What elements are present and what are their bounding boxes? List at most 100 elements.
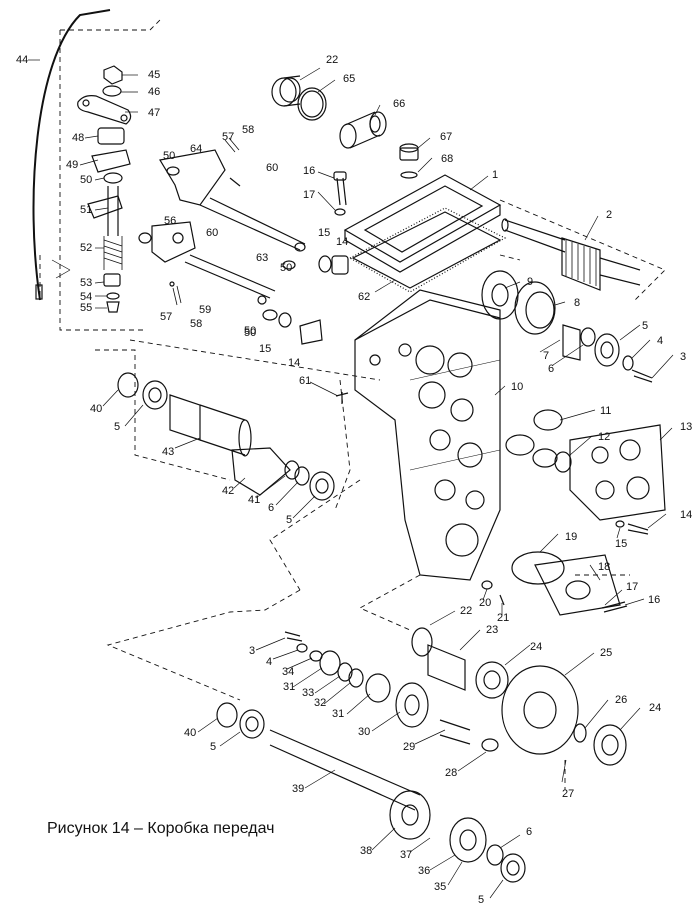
callout-65: 65 [343, 73, 355, 85]
callout-35: 35 [434, 881, 446, 893]
drain-plug [399, 143, 419, 179]
assembly-dashed-lines [39, 19, 666, 790]
cable-end [35, 284, 43, 300]
callout-14: 14 [288, 357, 300, 369]
callout-4: 4 [657, 335, 663, 347]
callout-15: 15 [318, 227, 330, 239]
callout-30: 30 [358, 726, 370, 738]
cover-bolt-parts [278, 171, 349, 345]
top-bearings [271, 75, 387, 149]
left-input-shaft [117, 372, 335, 501]
callout-19: 19 [565, 531, 577, 543]
callout-36: 36 [418, 865, 430, 877]
callout-62: 62 [358, 291, 370, 303]
callout-61: 61 [299, 375, 311, 387]
callout-31: 31 [332, 708, 344, 720]
callout-28: 28 [445, 767, 457, 779]
callout-8: 8 [574, 297, 580, 309]
callout-57: 57 [222, 131, 234, 143]
callout-51: 51 [80, 204, 92, 216]
callout-44: 44 [16, 54, 28, 66]
callout-21: 21 [497, 612, 509, 624]
callout-41: 41 [248, 494, 260, 506]
callout-24: 24 [649, 702, 661, 714]
callout-15: 15 [615, 538, 627, 550]
figure-caption: Рисунок 14 – Коробка передач [47, 820, 275, 837]
callout-6: 6 [268, 502, 274, 514]
callout-17: 17 [303, 189, 315, 201]
callout-7: 7 [543, 350, 549, 362]
callout-24: 24 [530, 641, 542, 653]
callout-17: 17 [626, 581, 638, 593]
callout-43: 43 [162, 446, 174, 458]
callout-50: 50 [80, 174, 92, 186]
callout-6: 6 [548, 363, 554, 375]
callout-48: 48 [72, 132, 84, 144]
callout-5: 5 [478, 894, 484, 906]
callout-14: 14 [680, 509, 692, 521]
callout-3: 3 [249, 645, 255, 657]
callout-50: 50 [244, 325, 256, 337]
callout-4: 4 [266, 656, 272, 668]
callout-67: 67 [440, 131, 452, 143]
callout-56: 56 [164, 215, 176, 227]
callout-32: 32 [314, 697, 326, 709]
callout-58: 58 [242, 124, 254, 136]
callout-20: 20 [479, 597, 491, 609]
cable-44 [32, 9, 111, 301]
callout-1: 1 [492, 169, 498, 181]
callout-27: 27 [562, 788, 574, 800]
callout-53: 53 [80, 277, 92, 289]
callout-66: 66 [393, 98, 405, 110]
callout-16: 16 [648, 594, 660, 606]
callout-63: 63 [256, 252, 268, 264]
callout-38: 38 [360, 845, 372, 857]
callout-58: 58 [190, 318, 202, 330]
callout-14: 14 [336, 236, 348, 248]
callout-26: 26 [615, 694, 627, 706]
callout-31: 31 [283, 681, 295, 693]
gearbox-housing [354, 289, 501, 581]
lower-shaft-group [216, 702, 526, 883]
callout-3: 3 [680, 351, 686, 363]
callout-16: 16 [303, 165, 315, 177]
callout-12: 12 [598, 431, 610, 443]
callout-5: 5 [642, 320, 648, 332]
callout-25: 25 [600, 647, 612, 659]
callout-29: 29 [403, 741, 415, 753]
top-right-shaft [501, 218, 641, 291]
callout-40: 40 [184, 727, 196, 739]
callout-47: 47 [148, 107, 160, 119]
callout-37: 37 [400, 849, 412, 861]
callout-labels: 4445464748495051525354555758506460505660… [16, 54, 692, 906]
callout-64: 64 [190, 143, 202, 155]
callout-60: 60 [266, 162, 278, 174]
shift-linkage-stack [77, 65, 132, 313]
callout-55: 55 [80, 302, 92, 314]
callout-57: 57 [160, 311, 172, 323]
callout-5: 5 [286, 514, 292, 526]
side-cover-parts [505, 409, 666, 535]
callout-50: 50 [280, 262, 292, 274]
callout-50: 50 [244, 327, 256, 339]
callout-52: 52 [80, 242, 92, 254]
top-cover [343, 174, 507, 293]
callout-18: 18 [598, 561, 610, 573]
rear-cover [481, 551, 628, 616]
upper-right-gears [481, 270, 653, 383]
callout-9: 9 [527, 276, 533, 288]
callout-45: 45 [148, 69, 160, 81]
callout-15: 15 [259, 343, 271, 355]
callout-59: 59 [199, 304, 211, 316]
callout-13: 13 [680, 421, 692, 433]
callout-49: 49 [66, 159, 78, 171]
leader-lines [28, 59, 674, 899]
callout-40: 40 [90, 403, 102, 415]
callout-34: 34 [282, 666, 294, 678]
callout-54: 54 [80, 291, 92, 303]
callout-39: 39 [292, 783, 304, 795]
callout-11: 11 [600, 405, 611, 417]
callout-2: 2 [606, 209, 612, 221]
callout-5: 5 [210, 741, 216, 753]
